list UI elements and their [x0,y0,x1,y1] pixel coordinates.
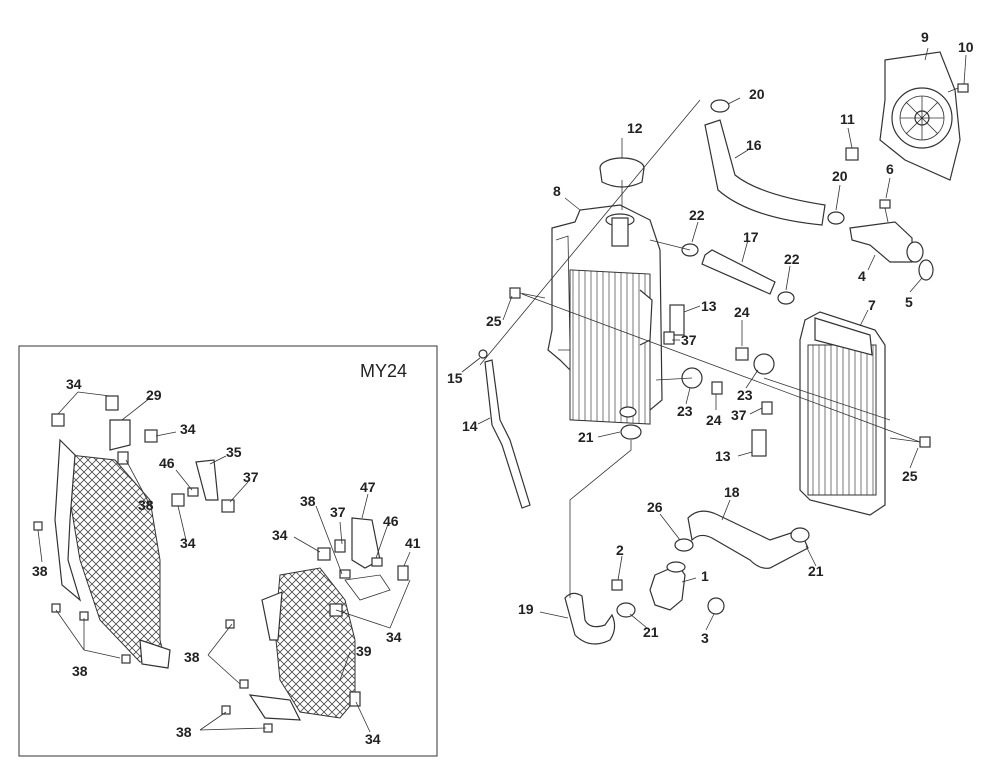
clamp-21-right [790,527,810,543]
grommet-23-right [753,353,775,375]
clamp-21-lower [616,602,636,618]
inset-callout-41: 41 [405,535,421,551]
o-ring-3 [707,597,725,615]
callout-20-right: 20 [832,168,848,184]
callout-17: 17 [743,229,759,245]
clip-15 [478,349,488,359]
collar-24-upper [735,347,749,361]
callout-18: 18 [724,484,740,500]
inset-callout-34-b: 34 [180,421,196,437]
clamp-22-right [777,291,795,305]
callout-10: 10 [958,39,974,55]
inset-callout-38-b: 38 [300,493,316,509]
inset-callout-34-f: 34 [365,731,381,747]
callout-13-lower: 13 [715,448,731,464]
callout-25-left: 25 [486,313,502,329]
callout-21-right: 21 [808,563,824,579]
hose-18 [687,510,809,569]
callout-12: 12 [627,120,643,136]
callout-14: 14 [462,418,478,434]
hose-17 [701,249,776,295]
callout-7: 7 [868,297,876,313]
callout-13-upper: 13 [701,298,717,314]
hose-16 [704,119,826,226]
main-callouts: 1 2 3 4 5 6 7 8 9 10 11 12 13 13 14 15 1… [447,29,974,646]
o-ring-5 [918,259,934,281]
callout-22-right: 22 [784,251,800,267]
inset-callouts: 34 29 34 46 35 37 38 34 38 37 47 34 46 4… [32,376,421,747]
callout-8: 8 [553,183,561,199]
callout-24-upper: 24 [734,304,750,320]
leader-lines [461,47,967,631]
callout-19: 19 [518,601,534,617]
inset-callout-38-d: 38 [184,649,200,665]
inset-callout-29: 29 [146,387,162,403]
callout-2: 2 [616,542,624,558]
callout-5: 5 [905,294,913,310]
callout-37-upper: 37 [681,332,697,348]
inset-callout-37-a: 37 [243,469,259,485]
callout-25-right: 25 [902,468,918,484]
inset-callout-34-d: 34 [272,527,288,543]
bolt-25-left [509,287,546,299]
inset-callout-34-a: 34 [66,376,82,392]
callout-1: 1 [701,568,709,584]
clamp-21-top [620,424,642,440]
clip-37-upper [663,331,675,345]
inset-callout-47: 47 [360,479,376,495]
left-radiator-guard [54,438,171,669]
inset-callout-38-c: 38 [32,563,48,579]
collar-24-lower [711,381,723,395]
clip-37-lower [761,401,773,415]
callout-16: 16 [746,137,762,153]
inset-callout-38-e: 38 [72,663,88,679]
callout-24-lower: 24 [706,412,722,428]
inset-callout-39: 39 [356,643,372,659]
bracket-13-lower [751,429,767,457]
inset-callout-38-a: 38 [138,497,154,513]
hose-14 [484,359,531,509]
callout-26: 26 [647,499,663,515]
callout-9: 9 [921,29,929,45]
pump-elbow-1 [649,561,686,611]
thermostat-housing [849,221,924,263]
callout-4: 4 [858,268,866,284]
clamp-20-right [827,211,845,225]
assembly-guide-lines [479,99,921,598]
bolt-6 [879,199,891,223]
inset-callout-38-f: 38 [176,724,192,740]
inset-callout-46-b: 46 [383,513,399,529]
callout-22-left: 22 [689,207,705,223]
callout-6: 6 [886,161,894,177]
clamp-20-top [710,99,730,113]
bolt-10 [947,83,969,93]
inset-callout-34-e: 34 [386,629,402,645]
callout-37-lower: 37 [731,407,747,423]
inset-leader-lines [37,391,411,733]
inset-title: MY24 [360,361,407,381]
callout-21-top: 21 [578,429,594,445]
clip-11 [845,147,859,161]
inset-callout-34-c: 34 [180,535,196,551]
bolt-2 [611,579,623,591]
callout-23-left: 23 [677,403,693,419]
callout-21-lower: 21 [643,624,659,640]
bracket-13-upper [669,304,685,336]
callout-20-top: 20 [749,86,765,102]
hose-19 [564,592,616,645]
left-radiator [547,204,663,425]
cooling-fan-assembly [879,51,961,181]
callout-15: 15 [447,370,463,386]
inset-callout-35: 35 [226,444,242,460]
clamp-26 [674,538,694,552]
callout-11: 11 [840,111,855,127]
inset-callout-37-b: 37 [330,504,346,520]
inset-callout-46-a: 46 [159,455,175,471]
callout-23-right: 23 [737,387,753,403]
callout-3: 3 [701,630,709,646]
